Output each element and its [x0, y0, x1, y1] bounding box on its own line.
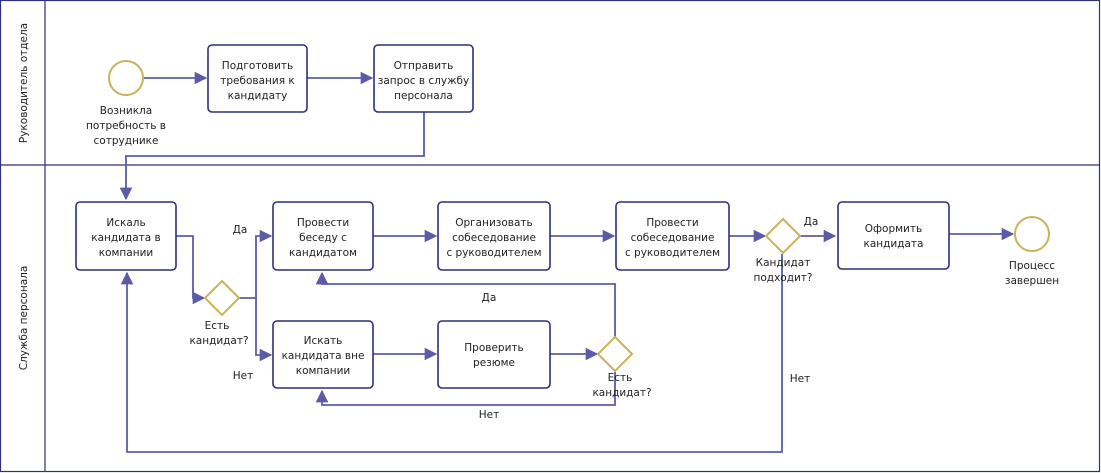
lane-label-hr: Служба персонала: [18, 266, 30, 371]
task-send-request[interactable]: Отправить запрос в службу персонала: [373, 44, 474, 113]
flow-label-yes-2: Да: [482, 292, 497, 304]
end-event-circle: [1014, 216, 1050, 252]
task-label-line1: Проверить: [464, 342, 523, 354]
flow-label-yes-3: Да: [804, 216, 819, 228]
task-label-line1: Провести: [297, 217, 349, 229]
task-label-line1: Искать: [304, 335, 343, 347]
gateway-label-line1: Есть: [205, 320, 230, 332]
task-label-line1: Отправить: [394, 60, 454, 72]
task-label-line3: кандидатом: [289, 247, 357, 259]
task-box[interactable]: [615, 201, 730, 271]
task-label-line2: беседу с: [299, 232, 347, 244]
task-label-line1: Провести: [646, 217, 698, 229]
task-label-line2: кандидата вне: [282, 350, 365, 362]
gateway-label-line2: кандидат?: [189, 335, 248, 347]
flow-gateway1-no: [255, 298, 273, 362]
task-label-line3: персонала: [394, 90, 453, 102]
task-box[interactable]: [437, 201, 551, 271]
flow-label-yes-1: Да: [233, 224, 248, 236]
gateway-has-candidate-2[interactable]: Есть кандидат?: [592, 335, 652, 399]
task-box[interactable]: [272, 320, 374, 389]
task-label-line1: Оформить: [865, 223, 922, 235]
task-label-line1: Искаль: [106, 217, 145, 229]
end-event: Процесс завершен: [1005, 216, 1059, 287]
flow-label-no-2: Нет: [479, 409, 499, 421]
task-hold-interview[interactable]: Провести собеседование с руководителем: [615, 201, 730, 271]
flow-search-to-gateway1: [176, 235, 206, 305]
gateway-label-line1: Кандидат: [756, 257, 811, 269]
flow-labels: Да Нет Да Нет Да Нет: [233, 216, 819, 421]
task-box[interactable]: [75, 201, 177, 271]
task-label-line1: Организовать: [455, 217, 533, 229]
gateway-diamond[interactable]: [764, 217, 802, 255]
task-check-resume[interactable]: Проверить резюме: [437, 320, 551, 389]
task-search-outside[interactable]: Искать кандидата вне компании: [272, 320, 374, 389]
task-conversation[interactable]: Провести беседу с кандидатом: [272, 201, 374, 271]
start-event-label-line1: Возникла: [100, 105, 152, 117]
start-event-label-line3: сотруднике: [94, 135, 159, 147]
task-label-line3: кандидату: [228, 90, 288, 102]
task-label-line2: собеседование: [452, 232, 536, 244]
gateway-candidate-fits[interactable]: Кандидат подходит?: [754, 217, 813, 284]
task-label-line3: компании: [296, 365, 351, 377]
flow-gateway2-no: [315, 372, 616, 406]
start-event: Возникла потребность в сотруднике: [86, 60, 166, 147]
flow-send-to-search: [119, 112, 425, 201]
task-box[interactable]: [207, 44, 308, 113]
task-label-line2: кандидата: [864, 238, 924, 250]
gateway-label-line2: кандидат?: [592, 387, 651, 399]
flow-label-no-3: Нет: [790, 373, 810, 385]
task-box[interactable]: [272, 201, 374, 271]
gateway-diamond[interactable]: [203, 279, 241, 317]
task-label-line3: компании: [99, 247, 154, 259]
task-label-line2: требования к: [220, 75, 294, 87]
gateway-label-line1: Есть: [608, 372, 633, 384]
start-event-circle: [108, 60, 144, 96]
gateway-diamond[interactable]: [596, 335, 634, 373]
task-label-line2: кандидата в: [91, 232, 161, 244]
flow-gateway2-yes: [315, 271, 616, 337]
start-event-label-line2: потребность в: [86, 120, 166, 132]
task-prepare-requirements[interactable]: Подготовить требования к кандидату: [207, 44, 308, 113]
task-label-line3: с руководителем: [446, 247, 541, 259]
task-label-line2: собеседование: [631, 232, 715, 244]
task-hire[interactable]: Оформить кандидата: [837, 201, 950, 270]
lane-label-manager: Руководитель отдела: [18, 23, 30, 143]
task-label-line2: запрос в службу: [378, 75, 469, 87]
task-search-inside[interactable]: Искаль кандидата в компании: [75, 201, 177, 271]
gateway-has-candidate-1[interactable]: Есть кандидат?: [189, 279, 249, 347]
task-label-line3: с руководителем: [625, 247, 720, 259]
sequence-flows: [119, 71, 1015, 453]
task-label-line1: Подготовить: [222, 60, 293, 72]
task-box[interactable]: [837, 201, 950, 270]
task-label-line2: резюме: [473, 357, 515, 369]
task-box[interactable]: [373, 44, 474, 113]
flow-gateway1-yes: [239, 229, 273, 299]
gateway-label-line2: подходит?: [754, 272, 813, 284]
flow-label-no-1: Нет: [233, 370, 253, 382]
end-event-label-line2: завершен: [1005, 275, 1059, 287]
end-event-label-line1: Процесс: [1009, 260, 1055, 272]
task-organize-interview[interactable]: Организовать собеседование с руководител…: [437, 201, 551, 271]
flow-gateway3-no: [120, 254, 783, 453]
task-box[interactable]: [437, 320, 551, 389]
